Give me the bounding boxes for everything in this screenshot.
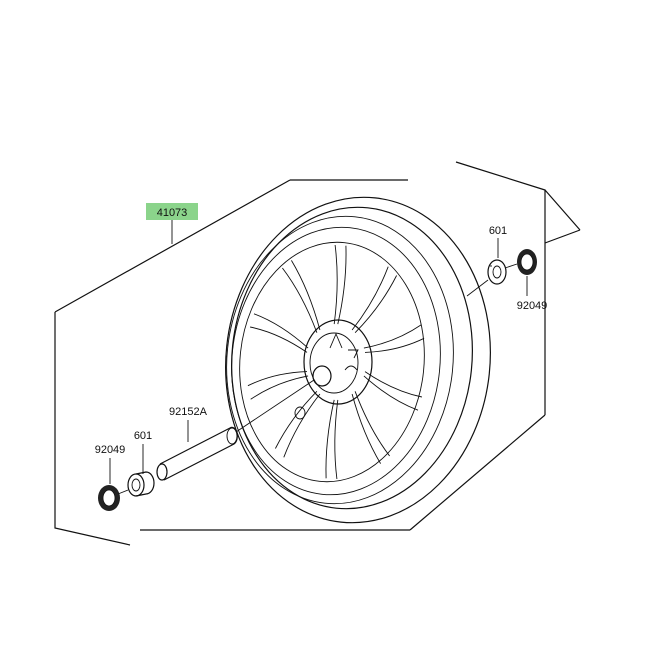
seal-right <box>517 249 537 275</box>
spoke-edge <box>363 324 422 349</box>
spoke-edge <box>334 399 339 480</box>
spoke-edge <box>274 390 318 449</box>
part-41073-label[interactable]: 41073 <box>157 207 188 219</box>
part-92049-left-label[interactable]: 92049 <box>95 444 126 456</box>
part-601-left-label[interactable]: 601 <box>134 430 152 442</box>
wheel-spokes <box>247 244 425 480</box>
spoke-edge <box>363 375 419 411</box>
left-axis-line <box>117 489 129 495</box>
bearing-left <box>127 471 155 497</box>
part-92152a-label[interactable]: 92152A <box>169 406 208 418</box>
part-601-right-label[interactable]: 601 <box>489 225 507 237</box>
spoke-edge <box>333 244 338 325</box>
seal-left <box>98 485 120 511</box>
spoke-edge <box>253 313 309 349</box>
spoke-edge <box>351 393 381 464</box>
spoke-edge <box>291 260 321 331</box>
assembly-frame <box>54 161 581 546</box>
spoke-edge <box>325 399 335 479</box>
spoke-edge <box>250 375 309 400</box>
spoke-edge <box>364 371 422 398</box>
spoke-edge <box>354 275 398 334</box>
spoke-edge <box>250 326 308 353</box>
spoke-edge <box>354 391 390 457</box>
spoke-edge <box>364 337 425 353</box>
collar-part <box>156 426 238 481</box>
spoke-edge <box>283 393 321 458</box>
spoke-edge <box>247 371 308 387</box>
center-axis-line <box>235 379 315 433</box>
spoke-edge <box>351 266 389 331</box>
part-92049-right-label[interactable]: 92049 <box>517 300 548 312</box>
wheel-rim <box>225 196 491 524</box>
spoke-edge <box>282 267 318 333</box>
part-41073-highlight <box>146 203 198 220</box>
right-axis-line <box>466 279 489 297</box>
right-axis-line-2 <box>504 263 518 269</box>
wheel-hub <box>294 319 373 420</box>
bearing-right <box>487 259 507 285</box>
spoke-edge <box>337 245 347 325</box>
